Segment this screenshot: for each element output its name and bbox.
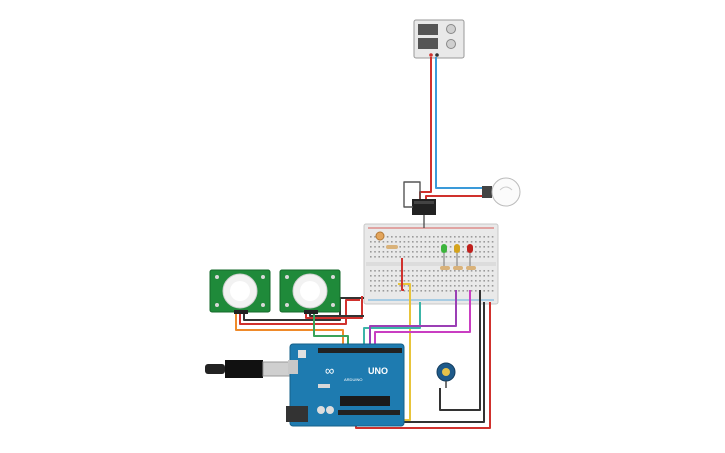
wire-pir-left-black: [243, 297, 364, 321]
arduino-uno-label: UNO: [368, 366, 388, 376]
usb-cable: [205, 360, 292, 378]
potentiometer[interactable]: [436, 362, 456, 388]
wire-pir-left-orange: [235, 310, 344, 345]
arduino-brand-label: ARDUINO: [344, 377, 362, 382]
wire-pir-left-red: [239, 299, 360, 325]
wire-purple: [369, 290, 457, 345]
resistor-4: [466, 266, 476, 270]
arduino-uno[interactable]: ∞ UNO ARDUINO: [286, 343, 405, 427]
wire-red-relay: [425, 195, 482, 199]
wire-magenta: [374, 290, 471, 345]
wire-teal: [363, 302, 421, 345]
wire-red-photo: [401, 258, 404, 291]
led-3[interactable]: [467, 244, 473, 266]
resistor-2: [440, 266, 450, 270]
wire-blue-supply: [435, 57, 482, 189]
led-1[interactable]: [441, 244, 447, 266]
resistor-3: [453, 266, 463, 270]
leds: [441, 244, 473, 266]
resistor-1: [386, 245, 398, 249]
breadboard[interactable]: [363, 223, 499, 305]
led-2[interactable]: [454, 244, 460, 266]
light-bulb[interactable]: [482, 177, 521, 207]
pir-sensor-right[interactable]: [279, 269, 341, 314]
wires: [235, 57, 491, 429]
wire-red-supply: [419, 57, 432, 199]
wire-black-relay: [403, 181, 421, 208]
power-supply[interactable]: [413, 19, 465, 59]
arduino-infinity-logo: ∞: [325, 363, 334, 378]
wire-pir-right-green: [313, 310, 349, 345]
photoresistor[interactable]: [375, 231, 385, 241]
relay[interactable]: [412, 199, 436, 215]
wire-black-gnd: [439, 290, 481, 411]
pir-sensor-left[interactable]: [209, 269, 271, 314]
breadboard-holes: [370, 236, 494, 292]
